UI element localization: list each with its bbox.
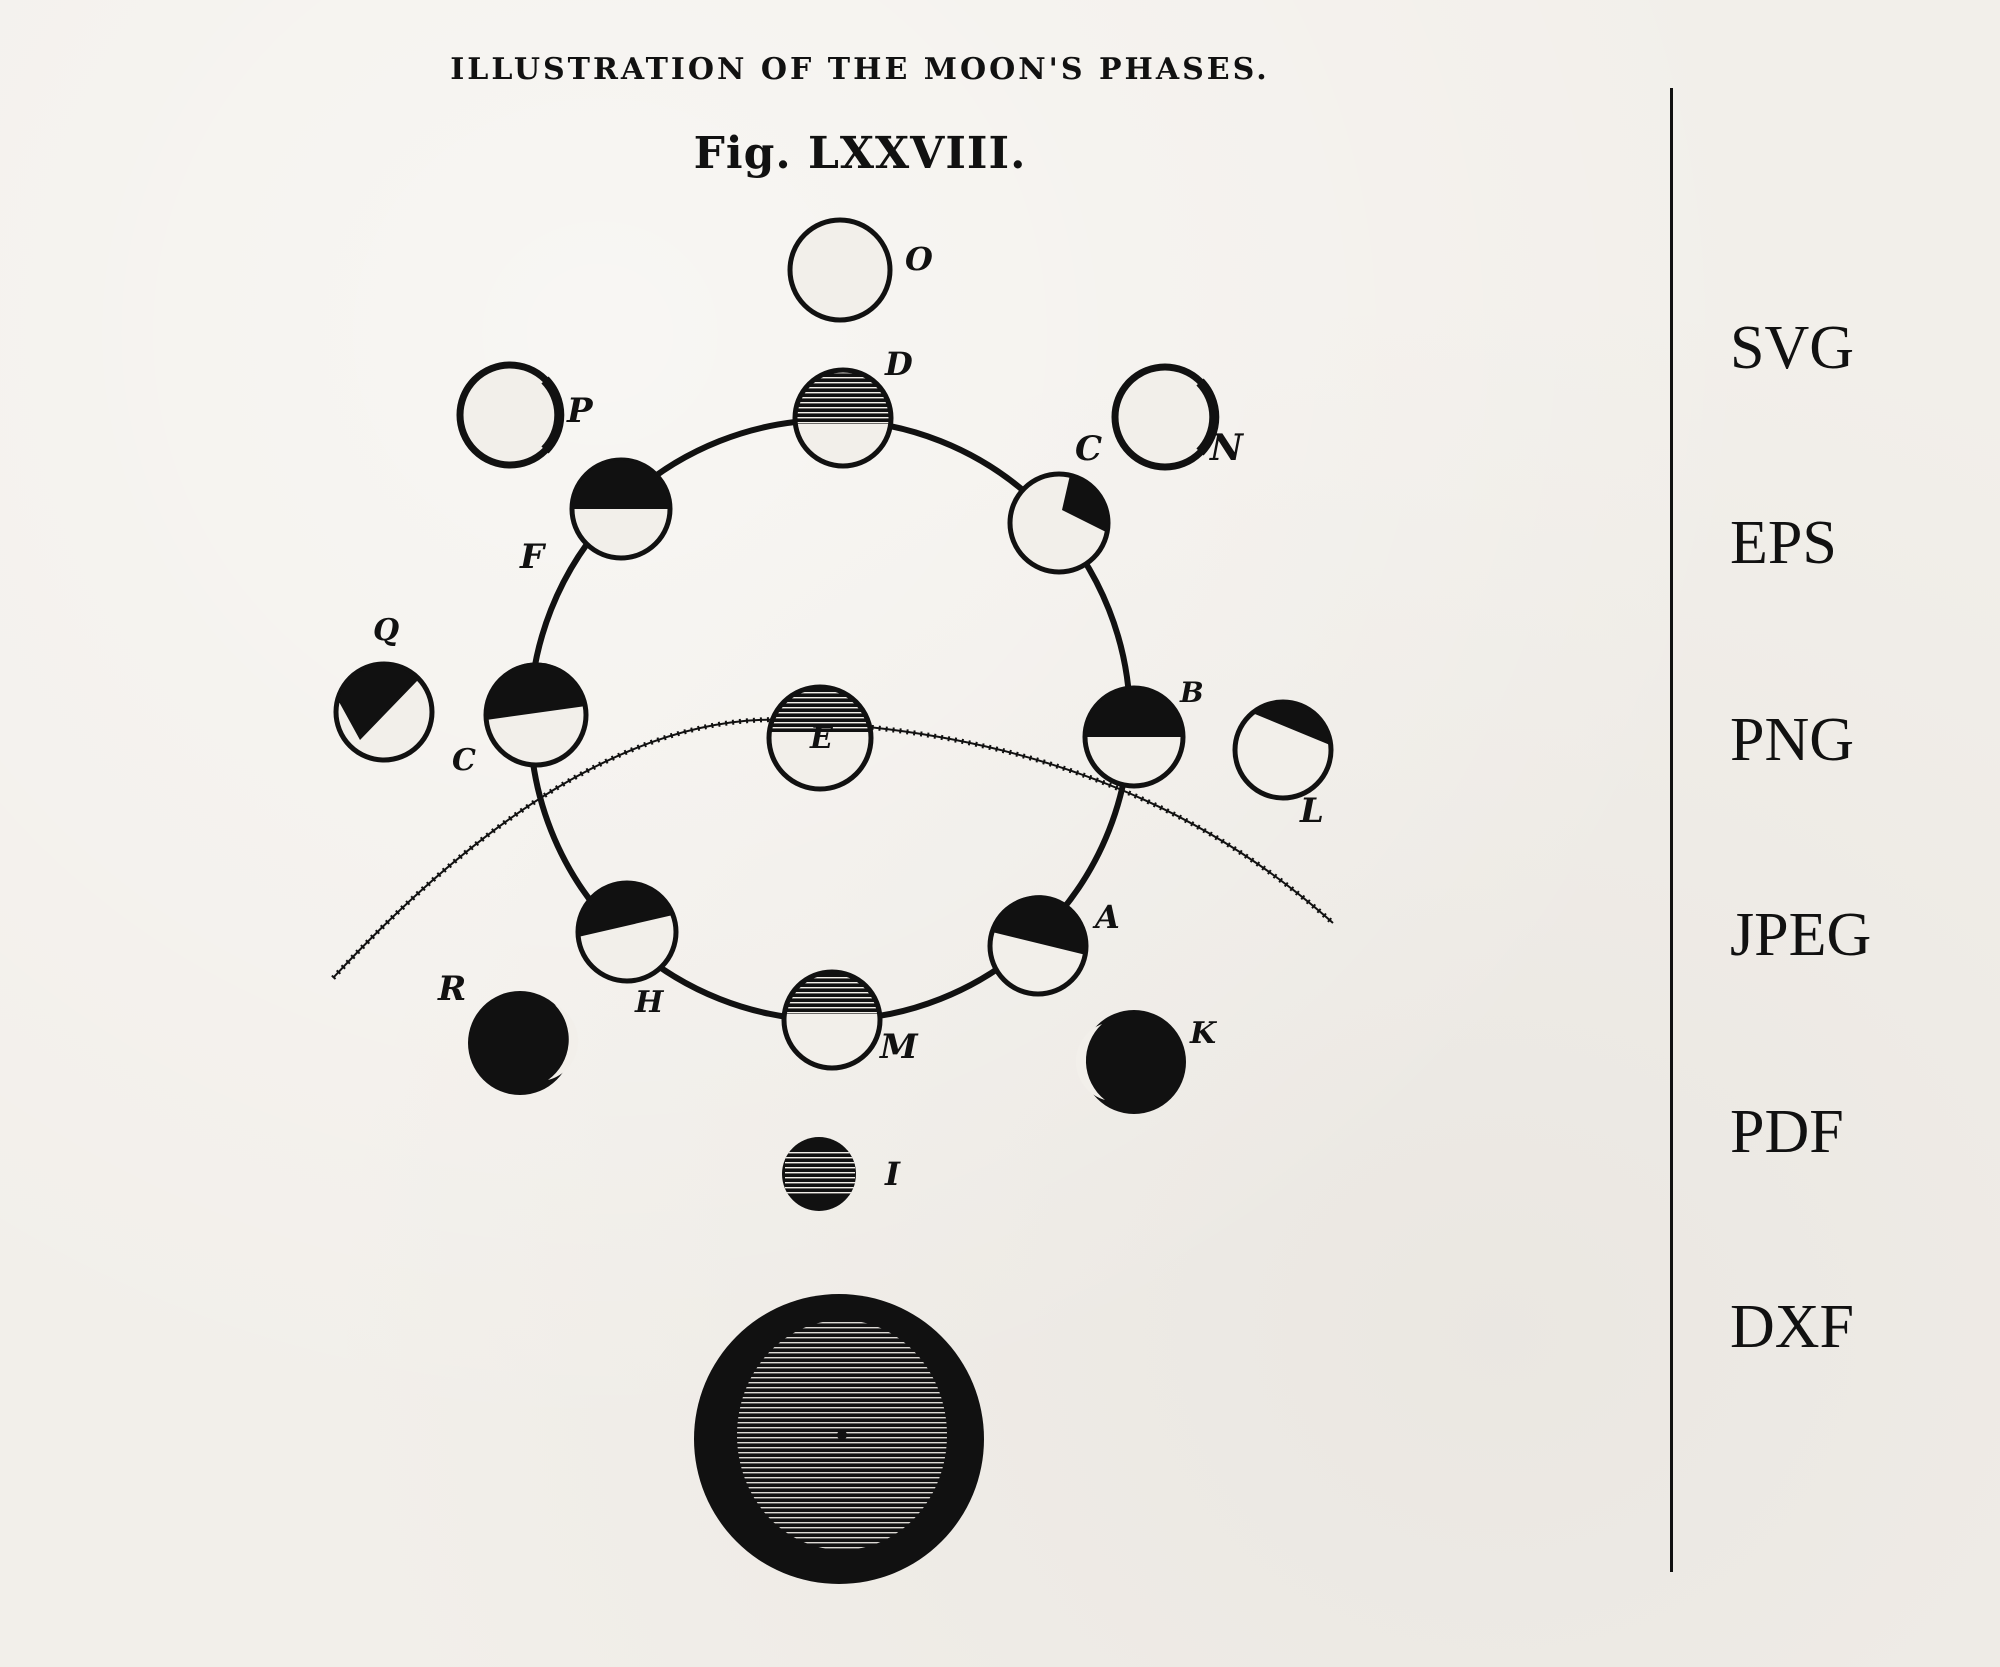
label-e: E xyxy=(809,721,834,756)
vertical-divider xyxy=(1670,88,1673,1572)
label-k: K xyxy=(1189,1016,1218,1051)
moon-f xyxy=(572,460,670,558)
label-i: I xyxy=(884,1155,901,1193)
label-r: R xyxy=(437,969,466,1009)
label-l: L xyxy=(1299,791,1324,831)
moon-a xyxy=(990,895,1087,994)
moon-d xyxy=(790,368,900,466)
format-label-eps: EPS xyxy=(1730,508,1970,579)
moon-m xyxy=(780,968,890,1068)
label-g: C xyxy=(452,743,476,778)
moon-n xyxy=(1115,367,1215,467)
moon-l xyxy=(1235,702,1331,798)
label-o: O xyxy=(905,240,933,278)
label-c: C xyxy=(1075,429,1102,469)
label-b: B xyxy=(1179,676,1204,709)
format-label-png: PNG xyxy=(1730,705,1970,776)
moon-g xyxy=(486,663,586,765)
moon-k xyxy=(1076,1010,1186,1114)
moon-q xyxy=(336,664,432,760)
moon-c xyxy=(1010,474,1109,572)
moon-o xyxy=(790,220,890,320)
label-f: F xyxy=(519,537,547,577)
label-d: D xyxy=(884,345,913,383)
moon-h xyxy=(578,882,676,981)
label-h: H xyxy=(634,985,665,1020)
format-label-pdf: PDF xyxy=(1730,1097,1970,1168)
moon-p xyxy=(460,365,560,465)
label-a: A xyxy=(1092,898,1120,936)
label-p: P xyxy=(566,391,594,431)
label-n: N xyxy=(1209,427,1245,469)
sun xyxy=(694,1294,984,1584)
moon-r xyxy=(468,991,578,1095)
format-label-svg: SVG xyxy=(1730,313,1970,384)
label-q: Q xyxy=(373,613,399,648)
format-label-dxf: DXF xyxy=(1730,1292,1970,1363)
moon-i xyxy=(782,1137,856,1211)
label-m: M xyxy=(879,1027,919,1067)
moon-b xyxy=(1085,688,1183,786)
format-label-jpeg: JPEG xyxy=(1730,900,1970,971)
